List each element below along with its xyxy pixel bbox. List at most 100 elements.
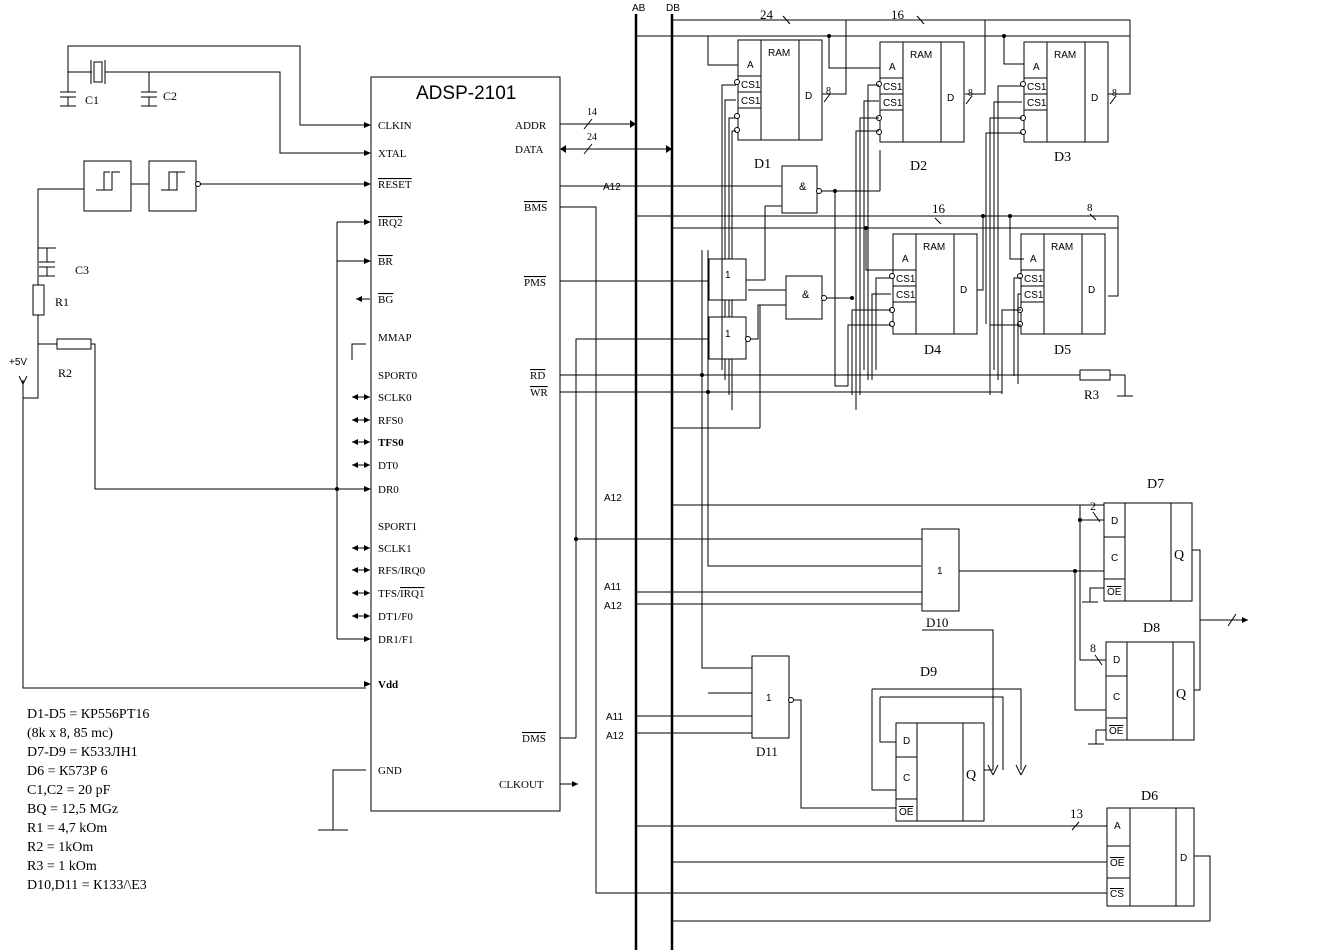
d6-pin-a: A (1114, 821, 1121, 832)
pin-br: BR (378, 256, 393, 268)
a12-label-1: A12 (603, 182, 621, 193)
ram-pin-a: A (747, 60, 754, 71)
address-bus-label: AB (632, 3, 646, 14)
latch-pin-q: Q (1174, 548, 1184, 563)
d6-pin-oe: OE (1110, 858, 1125, 869)
ram-pin-a: A (1033, 62, 1040, 73)
r2-label: R2 (58, 366, 72, 380)
ram-wiring: R3 (560, 19, 1133, 410)
ram-type-label: RAM (1054, 50, 1076, 61)
rom-d6: A OE CS D D6 13 (636, 789, 1211, 922)
pin-data: DATA (515, 144, 544, 156)
latch-label-0: D7 (1147, 477, 1164, 492)
latch-pin-q: Q (966, 768, 976, 783)
ram-pin-d: D (1091, 93, 1098, 104)
pin-rfs0: RFS0 (378, 415, 404, 427)
ram-type-label: RAM (923, 242, 945, 253)
data-bus-label: DB (666, 3, 680, 14)
pin-bms: BMS (524, 202, 547, 214)
processor-block: ADSP-2101 CLKINXTALRESETIRQ2BRBGMMAPSPOR… (318, 76, 672, 831)
pin-rd: RD (530, 370, 545, 382)
ram-pin-cs1b: CS1 (896, 290, 916, 301)
pin-sclk1: SCLK1 (378, 543, 412, 555)
d11-label: D11 (756, 744, 778, 759)
ram-type-label: RAM (768, 48, 790, 59)
processor-left-pins: CLKINXTALRESETIRQ2BRBGMMAPSPORT0SCLK0RFS… (352, 120, 426, 777)
processor-outline (370, 76, 561, 812)
a12-label-3: A12 (604, 601, 622, 612)
decoder-d10: 1 D10 A11 A12 A12 (574, 493, 1104, 770)
pin-tfs0: TFS0 (378, 437, 404, 449)
ram-bus-8-label: 8 (1087, 202, 1093, 214)
pin-dt1-f0: DT1/F0 (378, 611, 413, 623)
r3-resistor (1079, 369, 1111, 381)
a12-label-2: A12 (604, 493, 622, 504)
latch-0: D C OE Q D7 (1103, 477, 1193, 602)
d6-pin-d: D (1180, 853, 1187, 864)
ram-pin-cs1b: CS1 (1027, 98, 1047, 109)
pin-pms: PMS (524, 277, 546, 289)
pin-dt0: DT0 (378, 460, 399, 472)
latch-pin-d: D (1111, 516, 1118, 527)
and-gate-2-symbol: & (802, 289, 810, 301)
d6-width-label: 13 (1070, 806, 1083, 821)
pin-addr: ADDR (515, 120, 547, 132)
pin-sclk0: SCLK0 (378, 392, 412, 404)
clock-circuit: C1 C2 (60, 45, 366, 154)
legend-line: R2 = 1kOm (27, 840, 93, 855)
ram-pin-d: D (805, 91, 812, 102)
pin-dr0: DR0 (378, 484, 399, 496)
c2-label: C2 (163, 89, 177, 103)
ram-pin-cs1b: CS1 (1024, 290, 1044, 301)
d11-symbol: 1 (766, 693, 772, 704)
ram-label-1: D2 (910, 159, 927, 174)
ram-pin-cs1b: CS1 (741, 96, 761, 107)
ram-data-width: 8 (826, 86, 831, 97)
latch-label-1: D8 (1143, 621, 1160, 636)
c1-label: C1 (85, 93, 99, 107)
latch-pin-c: C (1111, 553, 1118, 564)
latch-pin-d: D (1113, 655, 1120, 666)
addr-width-label: 14 (587, 107, 597, 118)
ram-pin-cs1: CS1 (883, 82, 903, 93)
and-gate-1 (781, 165, 818, 214)
pin-wr: WR (530, 387, 548, 399)
d10-symbol: 1 (937, 566, 943, 577)
latch-pin-oe: OE (1107, 587, 1122, 598)
crystal-icon (93, 61, 103, 83)
latch-pin-d: D (903, 736, 910, 747)
d7-count: 2 (1090, 499, 1096, 513)
pin-reset: RESET (378, 179, 412, 191)
pin-vdd: Vdd (378, 679, 398, 691)
d8-count: 8 (1090, 641, 1096, 655)
pin-gnd: GND (378, 765, 402, 777)
logic-gates: & A12 1 1 & (560, 150, 1108, 894)
ram-pin-cs1: CS1 (1024, 274, 1044, 285)
r3-label: R3 (1084, 387, 1099, 402)
latch-pin-oe: OE (899, 807, 914, 818)
legend-line: D7-D9 = К533ЛН1 (27, 745, 138, 760)
pin-bg: BG (378, 294, 393, 306)
legend-line: BQ = 12,5 MGz (27, 802, 118, 817)
r1-label: R1 (55, 295, 69, 309)
schmitt-trigger-1 (83, 160, 132, 212)
legend-line: R1 = 4,7 kOm (27, 821, 107, 836)
inverter-2-symbol: 1 (725, 329, 731, 340)
pin-clkout: CLKOUT (499, 779, 544, 791)
latch-pin-oe: OE (1109, 726, 1124, 737)
ram-label-2: D3 (1054, 150, 1071, 165)
legend-line: C1,C2 = 20 pF (27, 783, 111, 798)
ram-bus-16-label-mid: 16 (932, 201, 946, 216)
and-gate-1-symbol: & (799, 181, 807, 193)
pin-irq2: IRQ2 (378, 217, 402, 229)
a12-label-4: A12 (606, 731, 624, 742)
d10-gate (921, 528, 960, 612)
ram-pin-d: D (947, 93, 954, 104)
pin-sport1: SPORT1 (378, 521, 417, 533)
